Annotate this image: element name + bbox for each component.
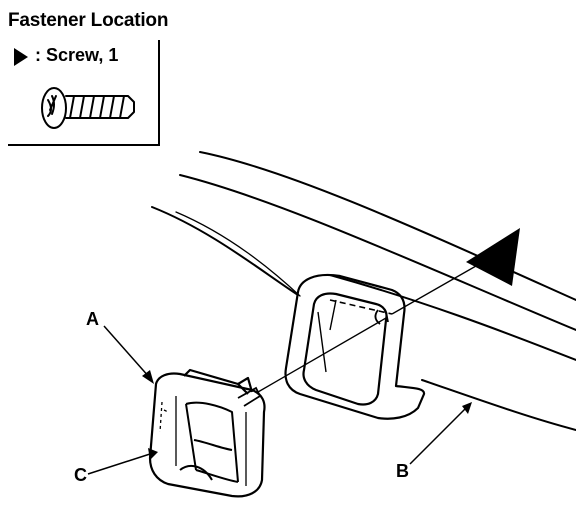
callout-c: C (74, 465, 87, 485)
callout-b: B (396, 461, 409, 481)
legend-label: : Screw, 1 (35, 45, 119, 65)
emblem-screw (237, 386, 262, 407)
triangle-marker-icon (14, 48, 28, 66)
callout-a: A (86, 309, 99, 329)
screw-hole (374, 309, 389, 325)
legend-box (8, 40, 160, 146)
emblem-recess (284, 273, 426, 420)
alignment-line (257, 265, 477, 393)
tailgate-outline (151, 151, 576, 431)
location-triangle-marker (466, 228, 520, 286)
diagram-title: Fastener Location (8, 10, 169, 31)
emblem (148, 368, 266, 498)
screw-icon (41, 87, 135, 129)
callout-leaders (87, 325, 472, 475)
